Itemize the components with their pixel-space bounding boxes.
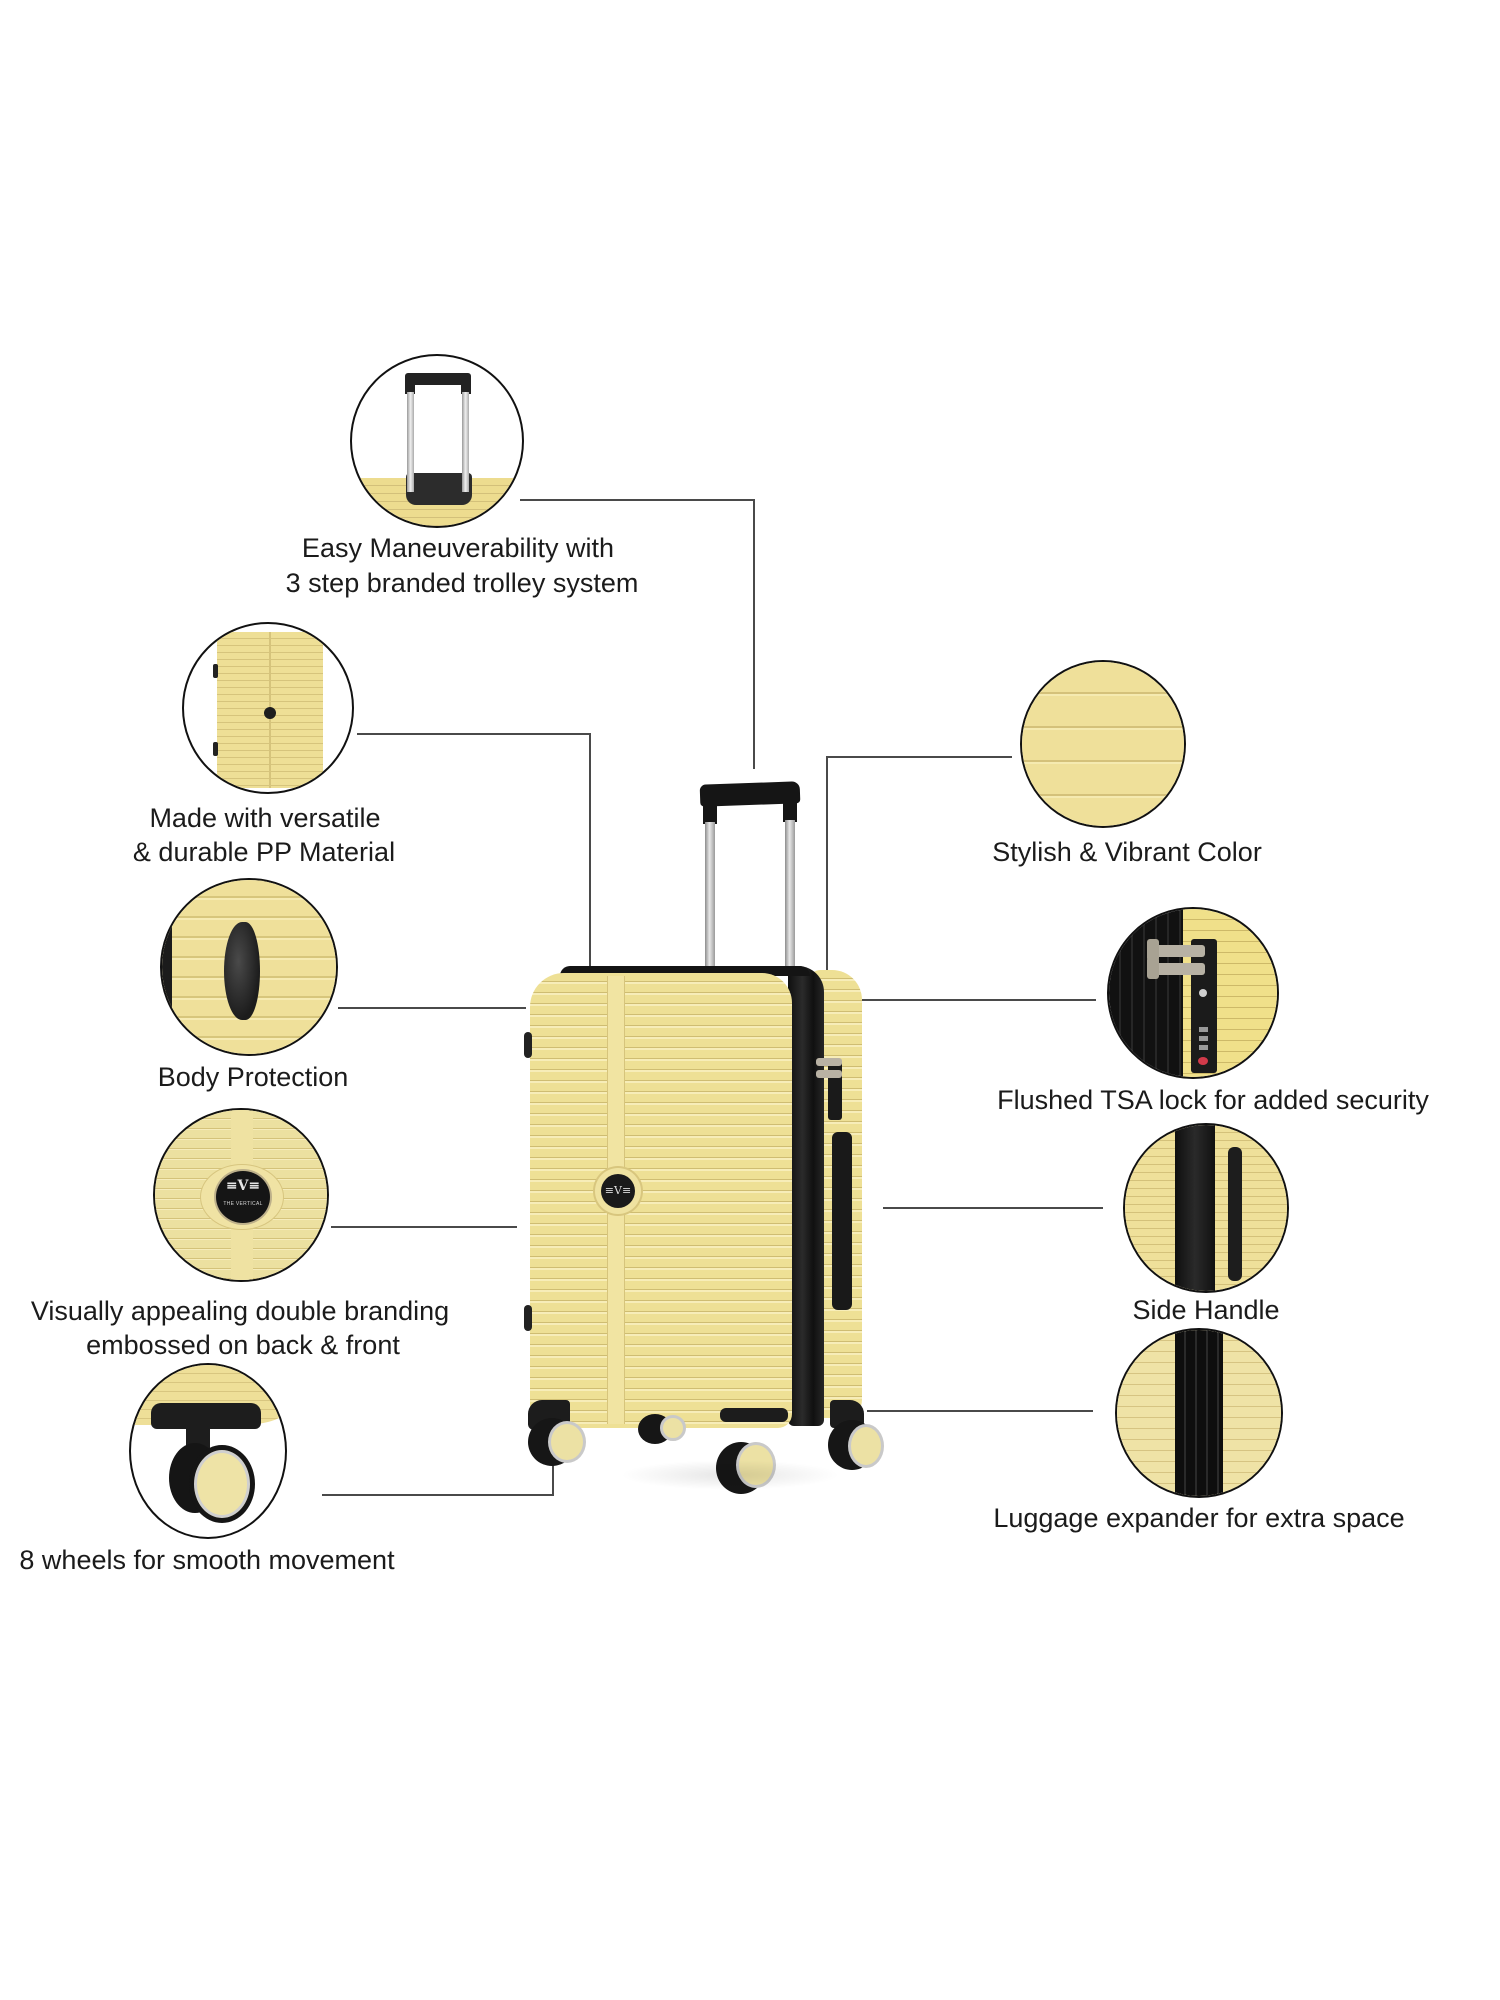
trolley-rod-left xyxy=(705,822,715,974)
brand-logo-icon: ≡V≡ THE VERTICAL xyxy=(155,1110,327,1280)
connector-side-handle xyxy=(883,1207,1103,1209)
brand-logo-name: THE VERTICAL xyxy=(223,1201,263,1207)
suitcase-foot-center xyxy=(720,1408,788,1422)
side-handle-feature-circle xyxy=(1123,1123,1289,1293)
suitcase-logo: ≡V≡ xyxy=(601,1174,635,1208)
suitcase-front-icon xyxy=(184,624,352,792)
connector-branding xyxy=(331,1226,517,1228)
lock-feature-label: Flushed TSA lock for added security xyxy=(997,1085,1429,1115)
side-handle-feature-label: Side Handle xyxy=(1132,1295,1280,1325)
suitcase-illustration: ≡V≡ xyxy=(520,770,884,1530)
protection-feature-label: Body Protection xyxy=(157,1062,349,1092)
connector-wheels-h xyxy=(322,1494,554,1496)
connector-wheels-v xyxy=(552,1462,554,1496)
connector-color-v xyxy=(826,756,828,974)
connector-material-v xyxy=(589,733,591,969)
trolley-rod-right xyxy=(785,820,795,974)
trolley-handle-post-left xyxy=(703,800,717,824)
trolley-feature-label-2: 3 step branded trolley system xyxy=(285,568,639,598)
suitcase-zipper-band xyxy=(788,966,824,1426)
side-handle-icon xyxy=(1125,1125,1287,1291)
wheel-cap-rear-center xyxy=(660,1415,686,1441)
branding-feature-circle: ≡V≡ THE VERTICAL xyxy=(153,1108,329,1282)
suitcase-shadow xyxy=(620,1460,840,1490)
suitcase-logo-mark: ≡V≡ xyxy=(604,1184,632,1197)
material-feature-circle xyxy=(182,622,354,794)
connector-color-h xyxy=(826,756,1012,758)
expander-zipper-icon xyxy=(1117,1330,1281,1496)
material-feature-label-1: Made with versatile xyxy=(149,803,381,833)
suitcase-top-rim xyxy=(560,966,810,976)
connector-lock xyxy=(862,999,1096,1001)
wheel-cap-front-right xyxy=(848,1424,884,1468)
expander-feature-label: Luggage expander for extra space xyxy=(993,1503,1405,1533)
trolley-handle-icon xyxy=(352,356,522,526)
suitcase-bumper-top xyxy=(524,1032,532,1058)
branding-feature-label-1: Visually appealing double branding xyxy=(30,1296,450,1326)
ridged-texture-icon xyxy=(1022,662,1184,826)
connector-expander xyxy=(867,1410,1093,1412)
wheels-feature-circle xyxy=(129,1363,287,1539)
lock-feature-circle xyxy=(1107,907,1279,1079)
trolley-feature-circle xyxy=(350,354,524,528)
trolley-feature-label-1: Easy Maneuverability with xyxy=(301,533,615,563)
suitcase-side-handle xyxy=(832,1132,852,1310)
connector-trolley-h xyxy=(520,499,755,501)
color-feature-circle xyxy=(1020,660,1186,828)
material-feature-label-2: & durable PP Material xyxy=(132,837,396,867)
wheel-cap-front-left xyxy=(548,1421,586,1463)
wheels-feature-label: 8 wheels for smooth movement xyxy=(19,1545,395,1575)
color-feature-label: Stylish & Vibrant Color xyxy=(992,837,1262,867)
brand-logo-mark: ≡V≡ xyxy=(225,1178,261,1194)
branding-feature-label-2: embossed on back & front xyxy=(86,1330,400,1360)
connector-trolley-v xyxy=(753,499,755,769)
protection-feature-circle xyxy=(160,878,338,1056)
suitcase-zipper-pull-2 xyxy=(816,1070,842,1078)
suitcase-front-shell xyxy=(530,973,792,1428)
suitcase-bumper-bottom xyxy=(524,1305,532,1331)
suitcase-zipper-pull-1 xyxy=(816,1058,842,1066)
connector-protection xyxy=(338,1007,526,1009)
suitcase-tsa-lock xyxy=(828,1060,842,1120)
expander-feature-circle xyxy=(1115,1328,1283,1498)
side-bumper-icon xyxy=(162,880,336,1054)
trolley-handle-post-right xyxy=(783,798,797,822)
spinner-wheel-icon xyxy=(131,1365,285,1537)
wheel-cap-front-center xyxy=(736,1442,776,1488)
tsa-lock-icon xyxy=(1109,909,1277,1077)
connector-material-h xyxy=(357,733,591,735)
